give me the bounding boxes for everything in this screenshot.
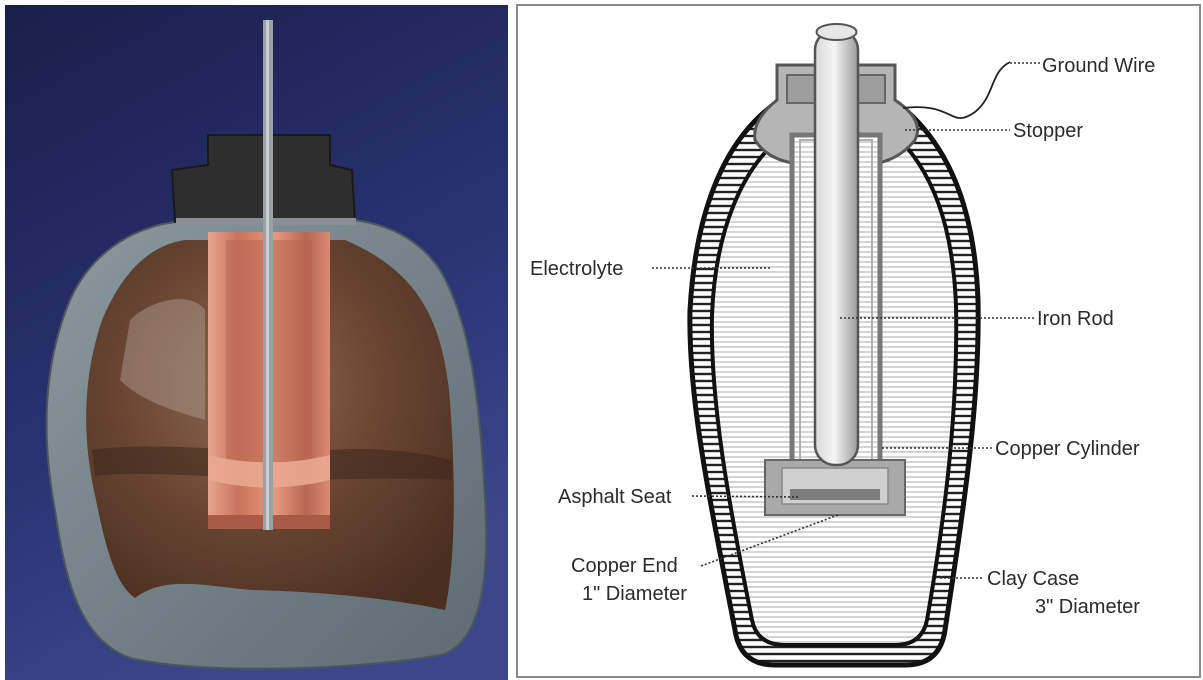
label-clay-case: Clay Case: [987, 568, 1079, 590]
label-electrolyte: Electrolyte: [530, 258, 623, 280]
iron-rod: [815, 30, 858, 465]
iron-rod-highlight: [266, 20, 269, 530]
label-copper-end: Copper End: [571, 555, 678, 577]
label-copper-end-diameter: 1" Diameter: [582, 583, 687, 605]
label-stopper: Stopper: [1013, 120, 1083, 142]
artifact-photo: [5, 5, 508, 680]
label-ground-wire: Ground Wire: [1042, 55, 1155, 77]
iron-rod-top: [817, 24, 857, 40]
label-clay-case-diameter: 3" Diameter: [1035, 596, 1140, 618]
labeled-diagram: Ground Wire Stopper Electrolyte Iron Rod…: [517, 5, 1200, 677]
label-iron-rod: Iron Rod: [1037, 308, 1114, 330]
copper-end: [790, 489, 880, 500]
label-asphalt-seat: Asphalt Seat: [558, 486, 672, 508]
label-copper-cylinder: Copper Cylinder: [995, 438, 1140, 460]
